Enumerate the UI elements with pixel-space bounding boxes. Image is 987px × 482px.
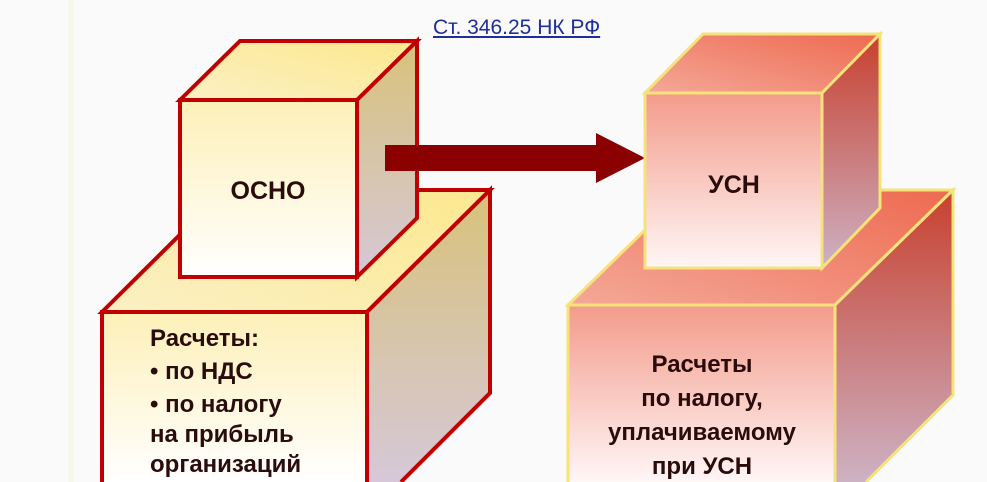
osno-top-cube: [175, 36, 422, 282]
osno-line: организаций: [150, 451, 301, 478]
osno-title: ОСНО: [231, 177, 306, 205]
usn-title: УСН: [708, 171, 760, 199]
usn-line: уплачиваемому: [608, 419, 797, 446]
osno-line: на прибыль: [150, 421, 294, 448]
usn-line: по налогу,: [641, 385, 762, 412]
osno-line: • по НДС: [150, 358, 253, 385]
usn-line: Расчеты: [652, 351, 753, 378]
article-link[interactable]: Ст. 346.25 НК РФ: [433, 16, 601, 39]
left-edge-strip: [68, 0, 74, 482]
usn-line: при УСН: [652, 453, 752, 480]
usn-top-cube: [641, 30, 884, 272]
osno-line: • по налогу: [150, 391, 282, 418]
osno-line: Расчеты:: [150, 325, 259, 352]
arrow-right-icon: [385, 133, 645, 183]
